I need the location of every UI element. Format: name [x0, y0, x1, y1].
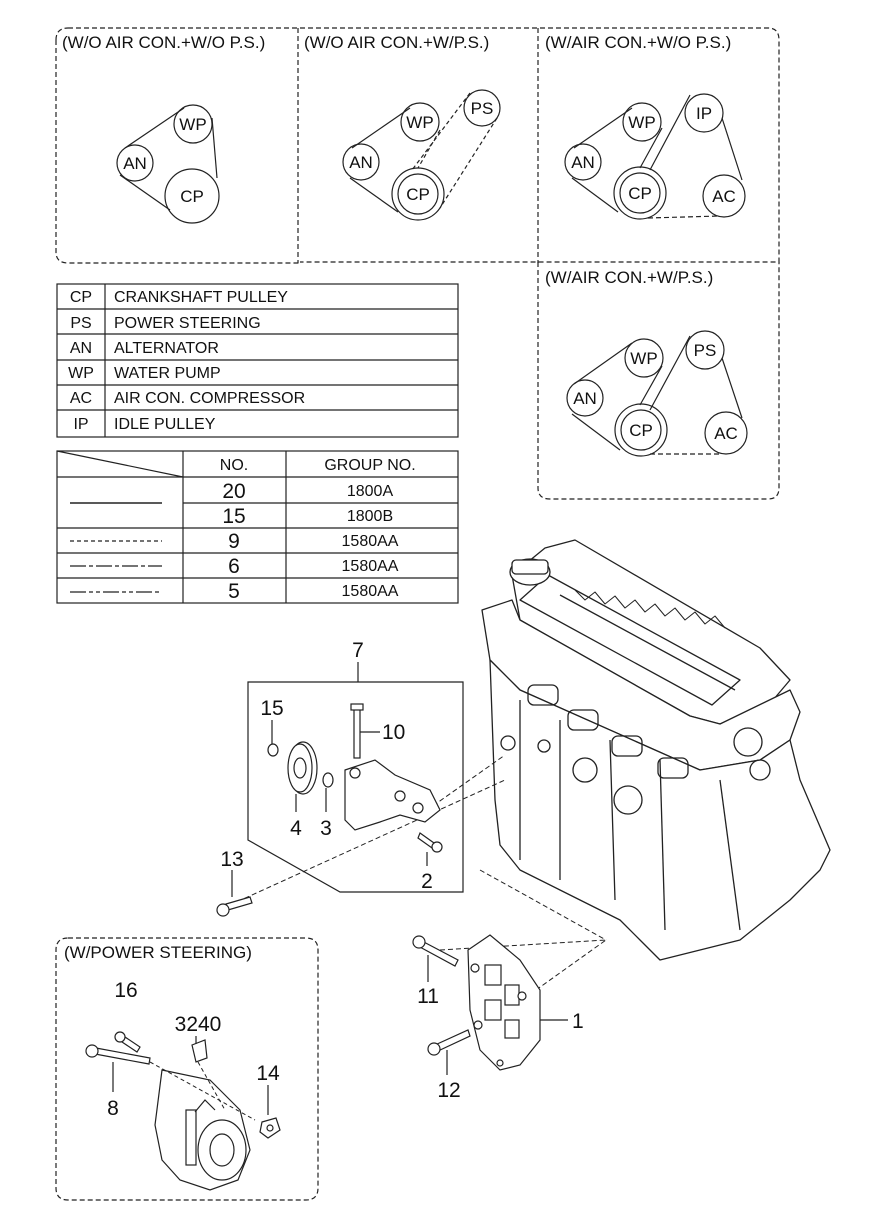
power-steering-box — [55, 937, 319, 1201]
layout-4-title: (W/AIR CON.+W/P.S.) — [545, 268, 713, 287]
legend-code: AC — [70, 390, 92, 407]
pulley-label: WP — [406, 113, 433, 132]
belt-layout-3 — [564, 93, 746, 220]
callout-2: 2 — [421, 870, 433, 893]
group-row-no: 15 — [222, 505, 245, 528]
callout-13: 13 — [220, 848, 243, 871]
pulley-label: CP — [629, 421, 653, 440]
pump-bracket — [412, 934, 541, 1071]
pulley-label: AN — [573, 389, 597, 408]
group-table — [56, 450, 459, 604]
power-steering-box-title: (W/POWER STEERING) — [64, 943, 252, 962]
legend-name: AIR CON. COMPRESSOR — [114, 390, 305, 407]
legend-name: WATER PUMP — [114, 365, 221, 382]
group-row-group: 1580AA — [342, 533, 399, 550]
power-steering-parts — [85, 1031, 281, 1191]
legend-name: CRANKSHAFT PULLEY — [114, 289, 288, 306]
callout-16: 16 — [114, 979, 137, 1002]
bracket-box-leaders — [231, 720, 428, 897]
group-row-no: 9 — [228, 530, 240, 553]
belt-layout-4 — [566, 330, 748, 457]
belt-layout-1 — [116, 104, 220, 224]
legend-name: IDLE PULLEY — [114, 416, 216, 433]
idler-bracket-parts — [267, 703, 443, 853]
group-row-group: 1580AA — [342, 558, 399, 575]
pulley-label: AN — [571, 153, 595, 172]
callout-1: 1 — [572, 1010, 584, 1033]
legend-code: PS — [70, 315, 91, 332]
group-table-header-group: GROUP NO. — [324, 457, 415, 474]
legend-code: WP — [68, 365, 94, 382]
callout-15: 15 — [260, 697, 283, 720]
pulley-label: IP — [696, 104, 712, 123]
engine-block-illustration — [481, 539, 831, 961]
callout-3240: 3240 — [175, 1013, 222, 1036]
callout-12: 12 — [437, 1079, 460, 1102]
layout-3-title: (W/AIR CON.+W/O P.S.) — [545, 33, 731, 52]
legend-code: CP — [70, 289, 92, 306]
layout-2-title: (W/O AIR CON.+W/P.S.) — [304, 33, 489, 52]
pulley-label: CP — [406, 185, 430, 204]
legend-code: AN — [70, 340, 92, 357]
pulley-label: PS — [694, 341, 717, 360]
group-row-group: 1580AA — [342, 583, 399, 600]
belt-layout-panels — [55, 27, 780, 500]
idler-bracket-box — [247, 662, 464, 893]
pulley-label: PS — [471, 99, 494, 118]
pulley-label: CP — [180, 187, 204, 206]
bolt-13 — [216, 896, 253, 917]
power-steering-leaders — [149, 1061, 256, 1121]
legend-name: POWER STEERING — [114, 315, 261, 332]
group-row-no: 5 — [228, 580, 240, 603]
callout-4: 4 — [290, 817, 302, 840]
callout-3: 3 — [320, 817, 332, 840]
legend-name: ALTERNATOR — [114, 340, 219, 357]
belt-layout-2 — [342, 89, 501, 221]
pulley-label: AC — [714, 424, 738, 443]
group-row-no: 20 — [222, 480, 245, 503]
group-row-no: 6 — [228, 555, 240, 578]
pulley-label: AC — [712, 187, 736, 206]
callout-8: 8 — [107, 1097, 119, 1120]
pulley-label: WP — [628, 113, 655, 132]
legend-table — [56, 283, 459, 438]
legend-code: IP — [73, 416, 88, 433]
callout-11: 11 — [417, 985, 439, 1008]
pulley-label: AN — [123, 154, 147, 173]
callout-7: 7 — [352, 639, 364, 662]
group-row-group: 1800B — [347, 508, 393, 525]
pulley-label: CP — [628, 184, 652, 203]
pulley-label: AN — [349, 153, 373, 172]
pulley-label: WP — [179, 115, 206, 134]
callout-10: 10 — [382, 721, 405, 744]
callout-14: 14 — [256, 1062, 280, 1085]
group-row-group: 1800A — [347, 483, 394, 500]
layout-1-title: (W/O AIR CON.+W/O P.S.) — [62, 33, 265, 52]
group-table-header-no: NO. — [220, 457, 248, 474]
pulley-label: WP — [630, 349, 657, 368]
